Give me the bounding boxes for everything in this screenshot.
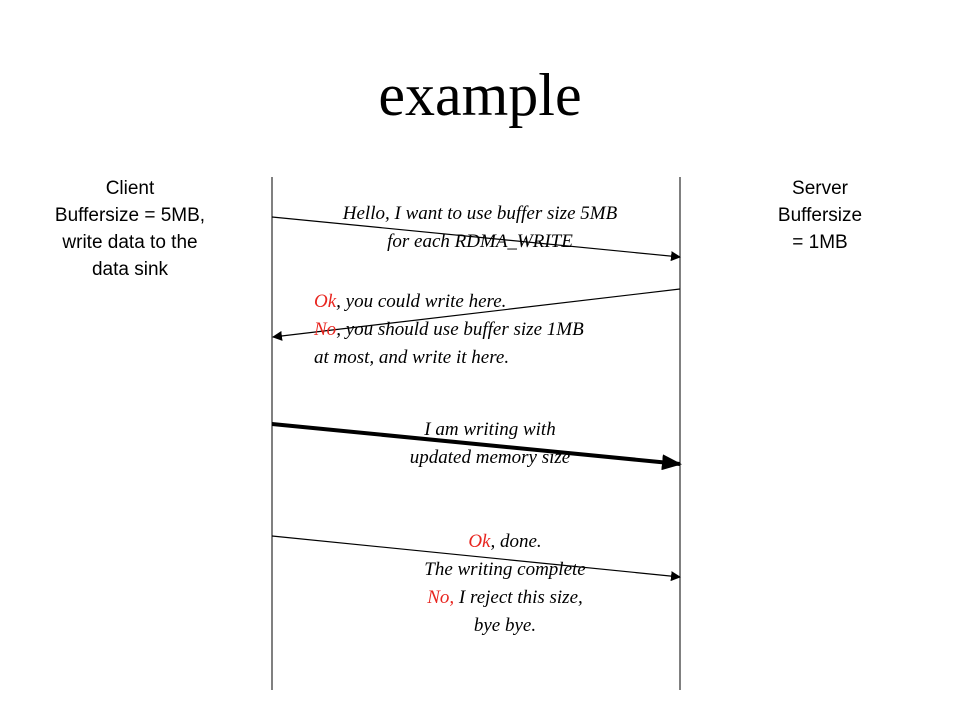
ok-keyword: Ok: [468, 531, 491, 552]
no-text: I reject this size,: [454, 587, 583, 608]
final-no-line: No, I reject this size,: [395, 584, 615, 612]
response-message: Ok, you could write here. No, you should…: [314, 288, 584, 372]
client-line: write data to the: [62, 232, 198, 253]
server-line: Server: [792, 178, 848, 199]
client-line: Buffersize = 5MB,: [54, 205, 206, 226]
response-arrow: [272, 288, 681, 341]
no-keyword: No,: [427, 587, 455, 608]
server-line: = 1MB: [792, 232, 848, 253]
response-no-line: No, you should use buffer size 1MB: [314, 316, 584, 344]
write-arrow: [271, 422, 682, 471]
final-line: The writing complete: [424, 559, 586, 580]
no-keyword: No: [314, 319, 337, 340]
client-label: Client Buffersize = 5MB, write data to t…: [20, 175, 240, 283]
write-line: I am writing with: [424, 419, 556, 440]
server-label: Server Buffersize = 1MB: [720, 175, 920, 256]
final-message: Ok, done. The writing complete No, I rej…: [395, 528, 615, 640]
ok-text: , done.: [490, 531, 542, 552]
no-text: , you should use buffer size 1MB: [336, 319, 584, 340]
ok-keyword: Ok: [314, 291, 337, 312]
response-line: at most, and write it here.: [314, 347, 510, 368]
request-line: Hello, I want to use buffer size 5MB: [342, 203, 618, 224]
ok-text: , you could write here.: [336, 291, 507, 312]
slide-title: example: [378, 62, 582, 128]
final-ok-line: Ok, done.: [395, 528, 615, 556]
write-message: I am writing with updated memory size: [380, 416, 600, 472]
final-line: bye bye.: [473, 615, 537, 636]
request-message: Hello, I want to use buffer size 5MB for…: [280, 200, 680, 256]
server-line: Buffersize: [777, 205, 863, 226]
request-line: for each RDMA_WRITE: [387, 231, 573, 252]
client-line: Client: [105, 178, 155, 199]
write-line: updated memory size: [409, 447, 571, 468]
response-ok-line: Ok, you could write here.: [314, 288, 584, 316]
request-arrow: [271, 216, 681, 262]
final-arrow: [271, 535, 681, 582]
client-line: data sink: [91, 259, 169, 280]
